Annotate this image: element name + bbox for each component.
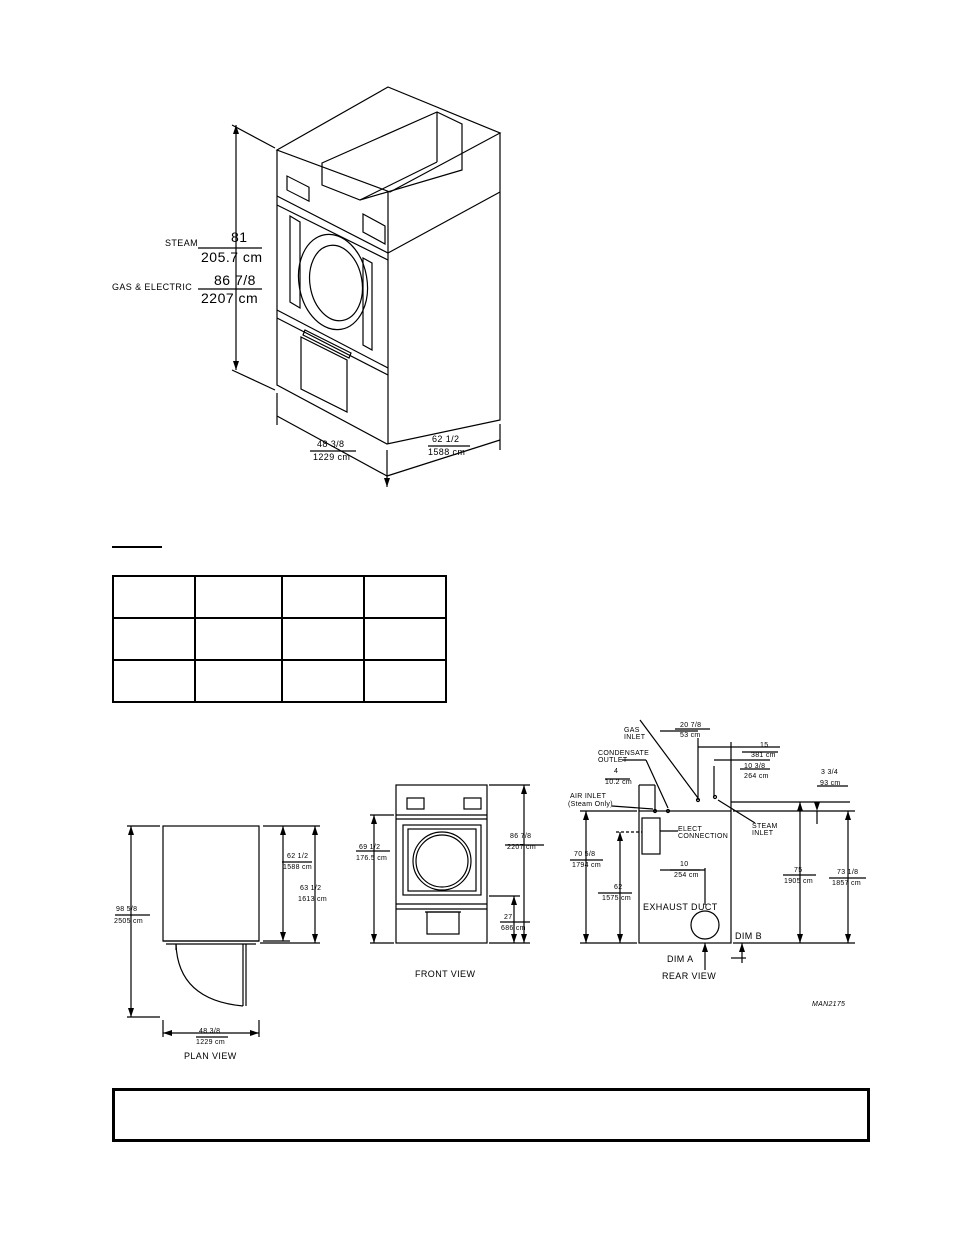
rear-d4-cm: 93 cm	[820, 780, 841, 787]
rear-condensate-outlet-label: CONDENSATE OUTLET	[598, 750, 650, 764]
table-cell	[194, 617, 283, 661]
iso-dimensions	[198, 124, 501, 487]
iso-depth-inches: 62 1/2	[432, 434, 460, 444]
rear-d2-inches: 15	[760, 742, 769, 749]
plan-depth-inches: 62 1/2	[287, 853, 309, 860]
plan-depth-cm: 1588 cm	[283, 864, 312, 871]
rear-exhaust-duct-label: EXHAUST DUCT	[643, 902, 718, 912]
iso-steam-label: STEAM	[165, 238, 199, 248]
plan-view-caption: PLAN VIEW	[184, 1051, 237, 1061]
rear-d1-inches: 20 7/8	[680, 722, 702, 729]
front-height-cm: 176.5 cm	[356, 855, 388, 862]
rear-d5-inches: 4	[614, 768, 619, 775]
rear-d6-inches: 70 5/8	[574, 851, 596, 858]
table-cell	[363, 617, 447, 661]
table-cell	[112, 659, 196, 703]
table-cell	[112, 617, 196, 661]
rear-d10-cm: 1857 cm	[832, 880, 861, 887]
rear-d4-inches: 3 3/4	[821, 769, 839, 776]
iso-width-cm: 1229 cm	[313, 452, 351, 462]
plan-total-cm: 2505 cm	[114, 918, 143, 925]
rear-air-inlet-label: AIR INLET	[570, 793, 607, 800]
table-cell	[194, 659, 283, 703]
table-cell	[281, 575, 365, 619]
front-height-inches: 69 1/2	[359, 844, 381, 851]
iso-dryer	[275, 86, 502, 445]
rear-d3-cm: 264 cm	[744, 773, 769, 780]
rear-dim-a-label: DIM A	[667, 954, 694, 964]
plan-depth2-inches: 63 1/2	[300, 885, 322, 892]
rear-d3-inches: 10 3/8	[744, 763, 766, 770]
plan-total-inches: 98 5/8	[116, 906, 138, 913]
rear-air-inlet-note: (Steam Only)	[568, 801, 613, 808]
front-overall-inches: 86 7/8	[510, 833, 532, 840]
iso-gas-cm: 2207 cm	[201, 290, 259, 306]
plan-depth2-cm: 1613 cm	[298, 896, 327, 903]
rear-view-caption: REAR VIEW	[662, 971, 717, 981]
iso-steam-cm: 205.7 cm	[201, 249, 263, 265]
iso-gas-inches: 86 7/8	[214, 272, 256, 288]
front-door-cm: 686 cm	[501, 925, 526, 932]
arrowheads	[128, 125, 851, 1036]
table-cell	[281, 617, 365, 661]
table-cell	[363, 659, 447, 703]
rear-d9-inches: 75	[794, 867, 803, 874]
note-box	[112, 1088, 870, 1142]
rear-d10-inches: 73 1/8	[837, 869, 859, 876]
front-view-drawing	[356, 784, 544, 944]
table-heading-bar	[112, 546, 162, 548]
iso-depth-cm: 1588 cm	[428, 447, 466, 457]
table-cell	[194, 575, 283, 619]
spec-table	[112, 575, 447, 703]
rear-d2-cm: 381 cm	[751, 752, 776, 759]
rear-steam-inlet-label: STEAM INLET	[752, 823, 778, 837]
front-door-inches: 27	[504, 914, 513, 921]
table-row	[112, 617, 447, 661]
table-row	[112, 575, 447, 619]
drawing-number: MAN2175	[812, 1001, 846, 1008]
rear-d6-cm: 1794 cm	[572, 862, 601, 869]
rear-view-drawing	[570, 719, 866, 970]
rear-elect-connection-label: ELECT CONNECTION	[678, 826, 729, 840]
table-cell	[363, 575, 447, 619]
rear-d1-cm: 53 cm	[680, 732, 701, 739]
iso-steam-inches: 81	[231, 229, 248, 245]
plan-width-cm: 1229 cm	[196, 1039, 225, 1046]
front-view-caption: FRONT VIEW	[415, 969, 476, 979]
rear-d8-cm: 254 cm	[674, 872, 699, 879]
front-overall-cm: 2207 cm	[507, 844, 536, 851]
rear-d9-cm: 1905 cm	[784, 878, 813, 885]
iso-gas-label: GAS & ELECTRIC	[112, 282, 193, 292]
rear-dim-b-label: DIM B	[735, 931, 763, 941]
table-cell	[112, 575, 196, 619]
table-cell	[281, 659, 365, 703]
plan-width-inches: 48 3/8	[199, 1028, 221, 1035]
plan-view-drawing	[115, 825, 320, 1038]
rear-d7-inches: 62	[614, 884, 623, 891]
table-row	[112, 659, 447, 703]
rear-gas-inlet-label: GAS INLET	[624, 727, 646, 741]
rear-d8-inches: 10	[680, 861, 689, 868]
iso-width-inches: 48 3/8	[317, 439, 345, 449]
rear-d5-cm: 10.2 cm	[605, 779, 632, 786]
rear-d7-cm: 1575 cm	[602, 895, 631, 902]
